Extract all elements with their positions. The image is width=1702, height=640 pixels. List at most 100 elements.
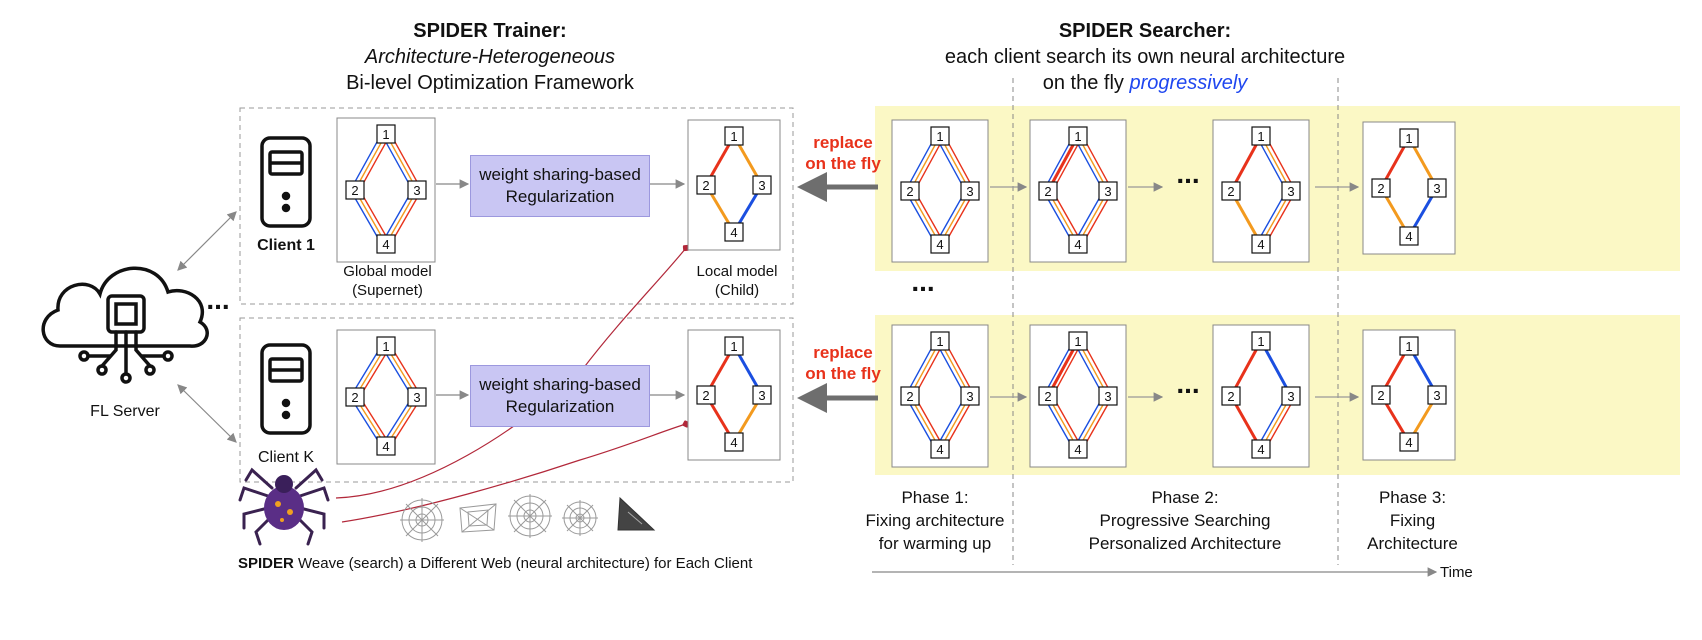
- searcher-line-2: on the fly progressively: [900, 70, 1390, 96]
- global-model-title: Global model: [343, 263, 432, 280]
- svg-text:2: 2: [1227, 184, 1234, 199]
- phase-3-line1: Phase 3:: [1378, 488, 1447, 507]
- svg-text:1: 1: [1257, 334, 1264, 349]
- p3-graph-bottom: 1 2 3 4: [1362, 329, 1456, 461]
- svg-text:2: 2: [906, 389, 913, 404]
- phase-1-label: Phase 1: Fixing architecture for warming…: [845, 486, 1025, 555]
- svg-text:2: 2: [1044, 184, 1051, 199]
- svg-text:3: 3: [758, 178, 765, 193]
- svg-text:1: 1: [382, 127, 389, 142]
- svg-text:4: 4: [1257, 237, 1264, 252]
- p1-graph-bottom: 1 2 3 4: [891, 324, 989, 468]
- reg-box-1-line2: Regularization: [505, 187, 615, 206]
- global-model-1: 1 2 3 4: [336, 117, 436, 263]
- local-model-title: Local model: [696, 263, 778, 280]
- ellipsis-server: ...: [206, 284, 230, 315]
- caption-bold: SPIDER: [238, 555, 294, 572]
- local-model-label: Local model (Child): [682, 262, 792, 300]
- svg-text:4: 4: [1405, 435, 1412, 450]
- ellipsis-middle: ...: [911, 266, 935, 297]
- replace-top-line1: replace: [813, 133, 873, 152]
- svg-text:3: 3: [1287, 389, 1294, 404]
- svg-text:2: 2: [906, 184, 913, 199]
- svg-text:4: 4: [1257, 442, 1264, 457]
- svg-text:3: 3: [413, 183, 420, 198]
- svg-text:1: 1: [936, 334, 943, 349]
- phase-1-line3: for warming up: [878, 534, 992, 553]
- searcher-line-1: each client search its own neural archit…: [944, 46, 1346, 68]
- phase-1-line1: Phase 1:: [901, 488, 969, 507]
- client-k-device-icon: [260, 343, 312, 435]
- svg-text:1: 1: [1405, 339, 1412, 354]
- svg-text:4: 4: [1074, 442, 1081, 457]
- svg-text:1: 1: [936, 129, 943, 144]
- reg-box-1-line1: weight sharing-based: [479, 165, 641, 184]
- replace-bottom-line2: on the fly: [805, 364, 881, 383]
- client-k-label: Client K: [257, 449, 315, 466]
- global-model-sub: (Supernet): [352, 282, 423, 299]
- svg-text:4: 4: [730, 225, 737, 240]
- spider-caption: SPIDER Weave (search) a Different Web (n…: [238, 555, 838, 572]
- spider-link-2: [341, 424, 686, 523]
- svg-text:2: 2: [1227, 389, 1234, 404]
- svg-text:4: 4: [382, 439, 389, 454]
- searcher-header: SPIDER Searcher: each client search its …: [900, 18, 1390, 96]
- reg-box-k-line1: weight sharing-based: [479, 375, 641, 394]
- svg-text:4: 4: [936, 442, 943, 457]
- svg-text:2: 2: [1044, 389, 1051, 404]
- web-icons: [400, 494, 656, 542]
- svg-text:3: 3: [966, 389, 973, 404]
- client-1-container: [239, 107, 794, 305]
- server-clientk-arrow: [177, 384, 237, 443]
- server-label: FL Server: [90, 403, 160, 420]
- svg-text:3: 3: [966, 184, 973, 199]
- svg-text:1: 1: [730, 339, 737, 354]
- svg-text:3: 3: [1433, 181, 1440, 196]
- svg-text:3: 3: [1104, 389, 1111, 404]
- p2a-graph-bottom: 1 2 3 4: [1029, 324, 1127, 468]
- svg-text:2: 2: [351, 183, 358, 198]
- cloud-server-icon: [41, 266, 209, 384]
- p2c-graph-bottom: 1 2 3 4: [1212, 324, 1310, 468]
- global-model-label: Global model (Supernet): [320, 262, 455, 300]
- trainer-title: SPIDER Trainer:: [413, 20, 567, 42]
- phase-2-line2: Progressive Searching: [1099, 511, 1271, 530]
- svg-text:4: 4: [382, 237, 389, 252]
- svg-text:2: 2: [1377, 388, 1384, 403]
- svg-text:2: 2: [351, 390, 358, 405]
- time-label: Time: [1440, 564, 1473, 581]
- phase-2-label: Phase 2: Progressive Searching Personali…: [1060, 486, 1310, 555]
- replace-label-bottom: replace on the fly: [798, 342, 888, 384]
- searcher-emphasis: progressively: [1129, 72, 1248, 94]
- svg-text:1: 1: [382, 339, 389, 354]
- replace-top-line2: on the fly: [805, 154, 881, 173]
- client-k-container: [239, 317, 794, 483]
- ellipsis-top-phase2: ...: [1176, 158, 1200, 189]
- svg-text:3: 3: [1287, 184, 1294, 199]
- svg-text:3: 3: [1104, 184, 1111, 199]
- replace-bottom-line1: replace: [813, 343, 873, 362]
- svg-text:1: 1: [1405, 131, 1412, 146]
- svg-text:1: 1: [730, 129, 737, 144]
- trainer-subtitle-2: Bi-level Optimization Framework: [346, 72, 634, 94]
- phase-2-line1: Phase 2:: [1151, 488, 1219, 507]
- trainer-header: SPIDER Trainer: Architecture-Heterogeneo…: [300, 18, 680, 96]
- client-1-label: Client 1: [257, 237, 315, 254]
- local-model-sub: (Child): [714, 282, 760, 299]
- svg-text:3: 3: [1433, 388, 1440, 403]
- svg-text:1: 1: [1074, 334, 1081, 349]
- svg-text:2: 2: [702, 388, 709, 403]
- svg-text:4: 4: [1405, 229, 1412, 244]
- svg-text:4: 4: [730, 435, 737, 450]
- phase-1-line2: Fixing architecture: [865, 511, 1005, 530]
- phase-3-line2: Fixing: [1389, 511, 1436, 530]
